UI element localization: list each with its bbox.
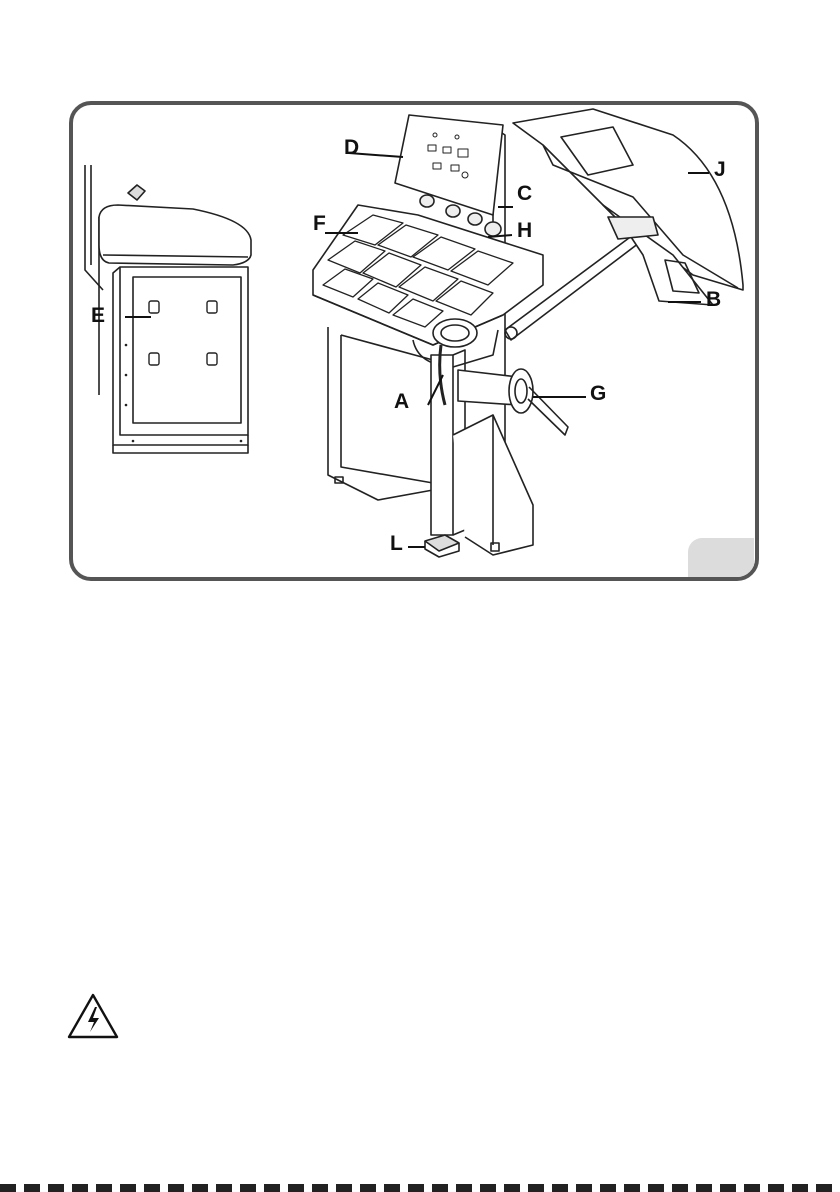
callout-f: F <box>313 213 326 234</box>
machine-figure: E D C F H J B A G L <box>69 101 759 581</box>
callout-h: H <box>517 220 532 241</box>
callout-c: C <box>517 183 532 204</box>
callout-d: D <box>344 137 359 158</box>
wheel-guard <box>513 109 743 305</box>
callout-l: L <box>390 533 403 554</box>
wheel-balancer-drawing <box>73 105 755 577</box>
callout-j: J <box>714 159 726 180</box>
callout-b: B <box>706 289 721 310</box>
page-bottom-border <box>0 1184 840 1192</box>
callout-g: G <box>590 383 606 404</box>
electrical-hazard-warning-icon <box>66 992 120 1040</box>
callout-e: E <box>91 305 105 326</box>
figure-number-tab <box>688 538 754 578</box>
callout-a: A <box>394 391 409 412</box>
side-view-machine <box>85 165 251 453</box>
